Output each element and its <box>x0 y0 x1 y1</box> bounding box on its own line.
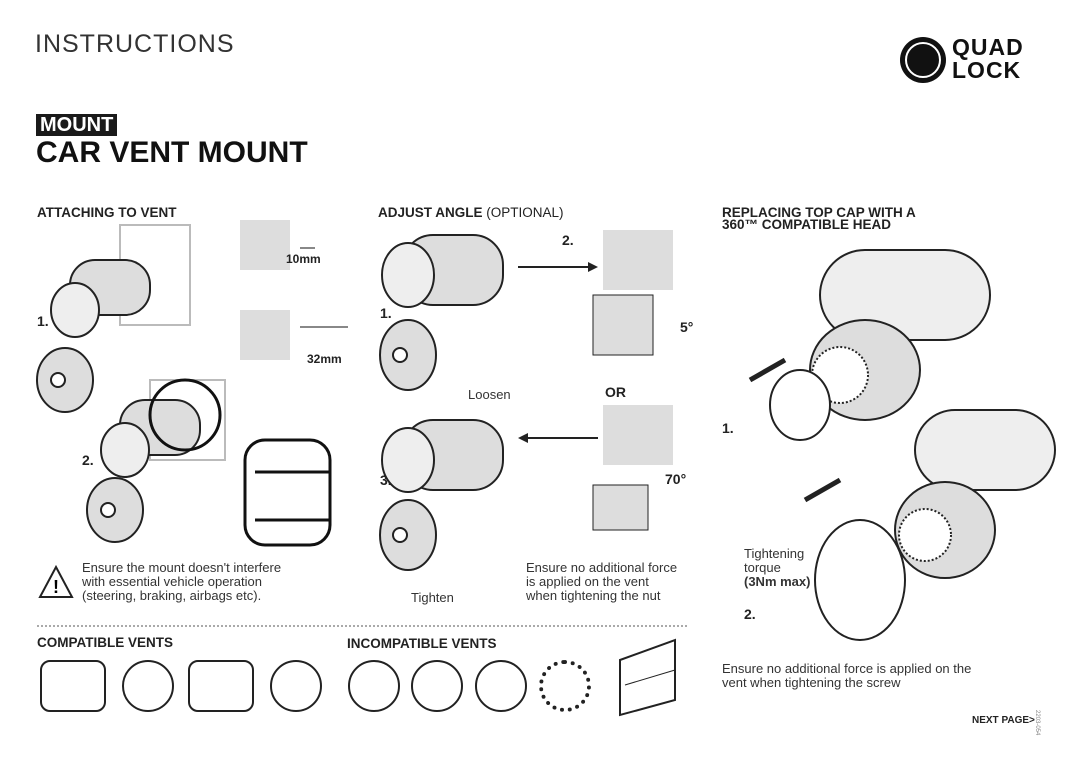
or-label: OR <box>605 384 626 400</box>
next-page-link[interactable]: NEXT PAGE> <box>972 715 1035 726</box>
attach-illustration <box>36 220 348 547</box>
note-line: when tightening the nut <box>526 588 661 603</box>
torque-value: (3Nm max) <box>744 574 811 589</box>
adjust-step-2: 2. <box>562 232 574 248</box>
compatible-vent-horizontal <box>40 660 106 712</box>
incompatible-vent-radial <box>539 660 591 712</box>
incompatible-vent-wheel <box>475 660 527 712</box>
note-line: vent when tightening the screw <box>722 675 901 690</box>
dimension-10mm: 10mm <box>286 252 321 266</box>
replace-illustration <box>748 249 1056 641</box>
warning-icon: ! <box>38 564 74 598</box>
attach-step-2: 2. <box>82 452 94 468</box>
torque-label: Tightening <box>744 546 805 561</box>
incompatible-vent-cross <box>348 660 400 712</box>
logo-icon <box>900 37 946 83</box>
warning-line: (steering, braking, airbags etc). <box>82 588 262 603</box>
torque-label: torque <box>744 560 781 575</box>
replace-step-1: 1. <box>722 420 734 436</box>
optional-label: (OPTIONAL) <box>486 205 564 220</box>
tighten-label: Tighten <box>411 590 454 605</box>
replace-step-2: 2. <box>744 606 756 622</box>
note-line: is applied on the vent <box>526 574 649 589</box>
warning-line: Ensure the mount doesn't interfere <box>82 560 282 575</box>
warning-line: with essential vehicle operation <box>82 574 262 589</box>
dimension-32mm: 32mm <box>307 352 342 366</box>
compatible-vents-title: COMPATIBLE VENTS <box>37 635 174 650</box>
angle-70: 70° <box>665 471 687 487</box>
adjust-step-3: 3. <box>380 472 392 488</box>
product-title: CAR VENT MOUNT <box>36 136 308 169</box>
section-title-attach: ATTACHING TO VENT <box>37 205 177 220</box>
incompatible-vents-title: INCOMPATIBLE VENTS <box>347 636 497 651</box>
replace-title-line: 360™ COMPATIBLE HEAD <box>722 217 892 232</box>
note-line: Ensure no additional force <box>526 560 678 575</box>
note-line: Ensure no additional force is applied on… <box>722 661 972 676</box>
incompatible-vent-dome <box>411 660 463 712</box>
document-code: 2203-054 <box>1034 710 1040 736</box>
page-heading: INSTRUCTIONS <box>35 30 235 58</box>
adjust-step-1: 1. <box>380 305 392 321</box>
svg-text:!: ! <box>53 577 59 597</box>
compatible-vent-vertical <box>188 660 254 712</box>
torque-note: Tightening torque (3Nm max) <box>744 547 810 589</box>
compatible-vent-round-horizontal <box>122 660 174 712</box>
adjust-title: ADJUST ANGLE <box>378 205 483 220</box>
section-title-adjust: ADJUST ANGLE (OPTIONAL) <box>378 205 564 220</box>
replace-note: Ensure no additional force is applied on… <box>722 662 971 690</box>
category-badge: MOUNT <box>36 114 118 136</box>
compatible-vent-round-vertical <box>270 660 322 712</box>
incompatible-vent-slot <box>619 638 676 717</box>
adjust-note: Ensure no additional force is applied on… <box>526 561 677 603</box>
loosen-label: Loosen <box>468 387 511 402</box>
angle-5: 5° <box>680 319 694 335</box>
adjust-illustration <box>379 230 673 571</box>
attach-step-1: 1. <box>37 313 49 329</box>
replace-title-line: REPLACING TOP CAP WITH A <box>722 205 916 220</box>
warning-text: Ensure the mount doesn't interfere with … <box>82 561 281 603</box>
divider <box>37 625 687 627</box>
